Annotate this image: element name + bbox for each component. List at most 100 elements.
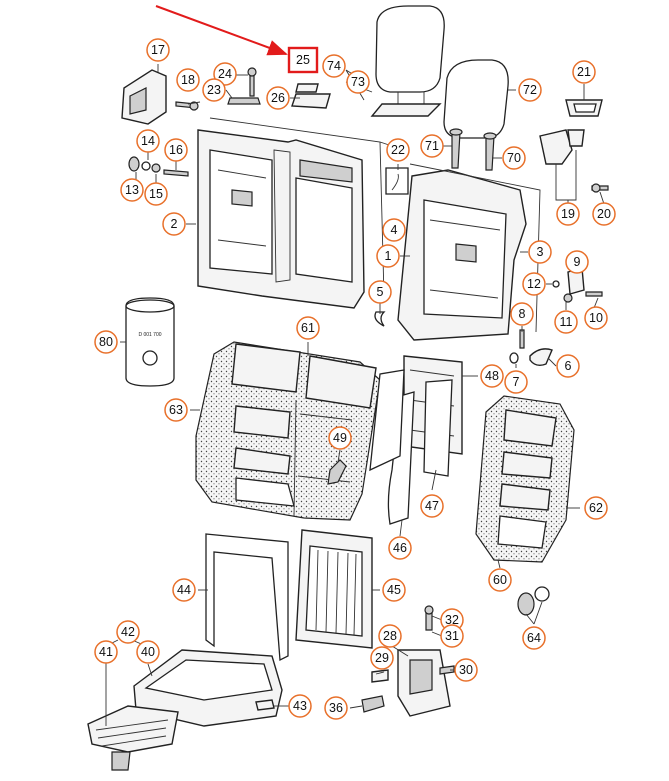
callout-47[interactable]: 47 bbox=[420, 494, 444, 518]
callout-ring bbox=[386, 138, 410, 162]
callout-number: 12 bbox=[527, 277, 541, 291]
callout-ring bbox=[370, 646, 394, 670]
callout-9[interactable]: 9 bbox=[565, 250, 589, 274]
cap-64 bbox=[517, 586, 550, 616]
callout-ring bbox=[510, 302, 534, 326]
callout-46[interactable]: 46 bbox=[388, 536, 412, 560]
callout-14[interactable]: 14 bbox=[136, 129, 160, 153]
callout-60[interactable]: 60 bbox=[488, 568, 512, 592]
callout-7[interactable]: 7 bbox=[504, 370, 528, 394]
callout-28[interactable]: 28 bbox=[378, 624, 402, 648]
highlight-25[interactable]: 25 bbox=[287, 46, 319, 74]
callout-number: 16 bbox=[169, 143, 183, 157]
callout-19[interactable]: 19 bbox=[556, 202, 580, 226]
callout-5[interactable]: 5 bbox=[368, 280, 392, 304]
callout-number: 23 bbox=[207, 83, 221, 97]
washers-13-15 bbox=[128, 156, 189, 177]
callout-22[interactable]: 22 bbox=[386, 138, 410, 162]
callout-73[interactable]: 73 bbox=[346, 70, 370, 94]
callout-80[interactable]: 80 bbox=[94, 330, 118, 354]
callout-48[interactable]: 48 bbox=[480, 364, 504, 388]
bolt-24 bbox=[247, 67, 257, 97]
callout-ring bbox=[322, 54, 346, 78]
callout-49[interactable]: 49 bbox=[328, 426, 352, 450]
callout-ring bbox=[202, 78, 226, 102]
callout-11[interactable]: 11 bbox=[554, 310, 578, 334]
callout-3[interactable]: 3 bbox=[528, 240, 552, 264]
callout-number: 6 bbox=[565, 359, 572, 373]
callout-20[interactable]: 20 bbox=[592, 202, 616, 226]
callout-ring bbox=[528, 240, 552, 264]
callout-13[interactable]: 13 bbox=[120, 178, 144, 202]
callout-71[interactable]: 71 bbox=[420, 134, 444, 158]
callout-ring bbox=[376, 244, 400, 268]
callout-ring bbox=[324, 696, 348, 720]
callout-ring bbox=[176, 68, 200, 92]
callout-ring bbox=[388, 536, 412, 560]
callout-41[interactable]: 41 bbox=[94, 640, 118, 664]
callout-ring bbox=[94, 330, 118, 354]
callout-63[interactable]: 63 bbox=[164, 398, 188, 422]
callout-61[interactable]: 61 bbox=[296, 316, 320, 340]
callout-ring bbox=[522, 626, 546, 650]
callout-31[interactable]: 31 bbox=[440, 624, 464, 648]
callout-number: 1 bbox=[385, 249, 392, 263]
callout-number: 3 bbox=[537, 245, 544, 259]
callout-64[interactable]: 64 bbox=[522, 626, 546, 650]
callout-ring bbox=[136, 129, 160, 153]
callout-number: 24 bbox=[218, 67, 232, 81]
callout-29[interactable]: 29 bbox=[370, 646, 394, 670]
callout-15[interactable]: 15 bbox=[144, 182, 168, 206]
callout-4[interactable]: 4 bbox=[382, 218, 406, 242]
callout-24[interactable]: 24 bbox=[213, 62, 237, 86]
bracket-9-12 bbox=[552, 267, 603, 303]
callout-70[interactable]: 70 bbox=[502, 146, 526, 170]
callout-ring bbox=[504, 370, 528, 394]
seat-frame-44 bbox=[205, 533, 289, 662]
callout-number: 19 bbox=[561, 207, 575, 221]
callout-number: 30 bbox=[459, 663, 473, 677]
callout-8[interactable]: 8 bbox=[510, 302, 534, 326]
callout-6[interactable]: 6 bbox=[556, 354, 580, 378]
pointer-arrow bbox=[155, 5, 288, 56]
callout-number: 43 bbox=[293, 699, 307, 713]
callout-number: 26 bbox=[271, 91, 285, 105]
callout-21[interactable]: 21 bbox=[572, 60, 596, 84]
callout-40[interactable]: 40 bbox=[136, 640, 160, 664]
callout-17[interactable]: 17 bbox=[146, 38, 170, 62]
callout-number: 4 bbox=[391, 223, 398, 237]
callout-number: 17 bbox=[151, 43, 165, 57]
callout-number: 73 bbox=[351, 75, 365, 89]
callout-12[interactable]: 12 bbox=[522, 272, 546, 296]
callout-number: 28 bbox=[383, 629, 397, 643]
rail-assembly bbox=[87, 705, 179, 771]
backrest-frame-left bbox=[197, 129, 365, 309]
callout-44[interactable]: 44 bbox=[172, 578, 196, 602]
callout-ring bbox=[136, 640, 160, 664]
callout-23[interactable]: 23 bbox=[202, 78, 226, 102]
spray-can: D 001 700 bbox=[125, 297, 175, 387]
callout-ring bbox=[116, 620, 140, 644]
callout-1[interactable]: 1 bbox=[376, 244, 400, 268]
callout-number: 74 bbox=[327, 59, 341, 73]
callout-45[interactable]: 45 bbox=[382, 578, 406, 602]
callout-72[interactable]: 72 bbox=[518, 78, 542, 102]
callout-ring bbox=[346, 70, 370, 94]
callout-43[interactable]: 43 bbox=[288, 694, 312, 718]
callout-ring bbox=[162, 212, 186, 236]
callout-36[interactable]: 36 bbox=[324, 696, 348, 720]
callout-16[interactable]: 16 bbox=[164, 138, 188, 162]
callout-10[interactable]: 10 bbox=[584, 306, 608, 330]
panel-partition bbox=[369, 369, 405, 472]
callout-ring bbox=[556, 354, 580, 378]
callout-ring bbox=[266, 86, 290, 110]
callout-30[interactable]: 30 bbox=[454, 658, 478, 682]
callout-ring bbox=[94, 640, 118, 664]
callout-62[interactable]: 62 bbox=[584, 496, 608, 520]
callout-74[interactable]: 74 bbox=[322, 54, 346, 78]
callout-18[interactable]: 18 bbox=[176, 68, 200, 92]
callout-26[interactable]: 26 bbox=[266, 86, 290, 110]
callout-42[interactable]: 42 bbox=[116, 620, 140, 644]
callout-2[interactable]: 2 bbox=[162, 212, 186, 236]
callout-number: 63 bbox=[169, 403, 183, 417]
